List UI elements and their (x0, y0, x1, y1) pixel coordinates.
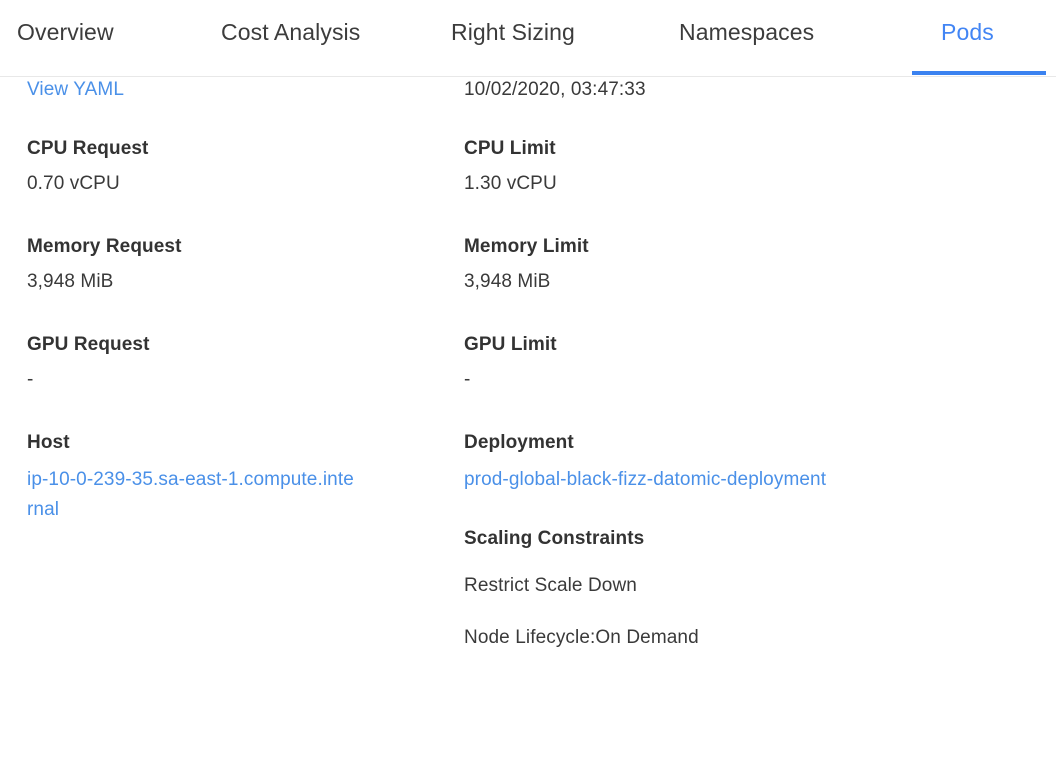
tab-cost-analysis-label: Cost Analysis (221, 19, 361, 45)
timestamp-field: 10/02/2020, 03:47:33 (464, 77, 884, 103)
view-yaml-field: View YAML (27, 77, 437, 103)
view-yaml-link[interactable]: View YAML (27, 79, 125, 100)
scaling-constraint-item: Node Lifecycle:On Demand (464, 627, 699, 648)
deployment-label: Deployment (464, 432, 574, 453)
cpu-request-label: CPU Request (27, 138, 149, 159)
tab-overview-label: Overview (17, 19, 114, 45)
cpu-request-field: CPU Request 0.70 vCPU (27, 137, 437, 197)
scaling-constraints-field: Scaling Constraints Restrict Scale Down … (464, 527, 884, 651)
gpu-request-value: - (27, 369, 34, 390)
tab-namespaces[interactable]: Namespaces (676, 0, 898, 76)
cpu-limit-field: CPU Limit 1.30 vCPU (464, 137, 884, 197)
tab-cost-analysis[interactable]: Cost Analysis (203, 0, 448, 76)
details-left-column: View YAML CPU Request 0.70 vCPU Memory R… (27, 77, 437, 563)
deployment-link[interactable]: prod-global-black-fizz-datomic-deploymen… (464, 469, 827, 490)
memory-request-value: 3,948 MiB (27, 271, 114, 292)
tab-list: Overview Cost Analysis Right Sizing Name… (0, 0, 1056, 76)
deployment-field: Deployment prod-global-black-fizz-datomi… (464, 431, 884, 495)
cpu-limit-value: 1.30 vCPU (464, 173, 557, 194)
gpu-request-field: GPU Request - (27, 333, 437, 393)
scaling-constraints-label: Scaling Constraints (464, 528, 645, 549)
gpu-limit-value: - (464, 369, 471, 390)
memory-limit-field: Memory Limit 3,948 MiB (464, 235, 884, 295)
tab-right-sizing[interactable]: Right Sizing (448, 0, 676, 76)
gpu-limit-field: GPU Limit - (464, 333, 884, 393)
scaling-constraint-item: Restrict Scale Down (464, 575, 637, 596)
tab-bar: Overview Cost Analysis Right Sizing Name… (0, 0, 1056, 77)
host-link[interactable]: ip-10-0-239-35.sa-east-1.compute.interna… (27, 469, 354, 520)
gpu-limit-label: GPU Limit (464, 334, 557, 355)
tab-overview[interactable]: Overview (0, 0, 203, 76)
cpu-limit-label: CPU Limit (464, 138, 556, 159)
gpu-request-label: GPU Request (27, 334, 150, 355)
tab-pods[interactable]: Pods (898, 0, 1056, 76)
memory-request-label: Memory Request (27, 236, 182, 257)
host-label: Host (27, 432, 70, 453)
pod-start-timestamp: 10/02/2020, 03:47:33 (464, 79, 646, 100)
tab-pods-label: Pods (941, 19, 994, 45)
tab-right-sizing-label: Right Sizing (451, 19, 575, 45)
details-right-column: 10/02/2020, 03:47:33 CPU Limit 1.30 vCPU… (464, 77, 884, 651)
memory-limit-label: Memory Limit (464, 236, 589, 257)
memory-request-field: Memory Request 3,948 MiB (27, 235, 437, 295)
tab-active-underline (912, 71, 1046, 75)
cpu-request-value: 0.70 vCPU (27, 173, 120, 194)
host-field: Host ip-10-0-239-35.sa-east-1.compute.in… (27, 431, 437, 525)
tab-namespaces-label: Namespaces (679, 19, 815, 45)
memory-limit-value: 3,948 MiB (464, 271, 551, 292)
